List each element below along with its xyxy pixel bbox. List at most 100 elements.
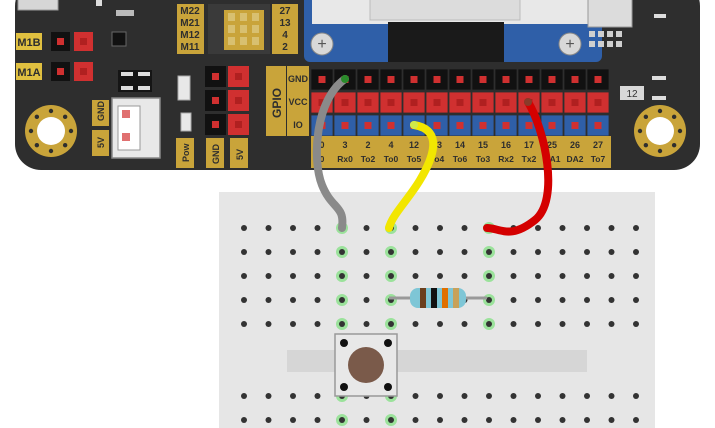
breadboard-hole <box>437 249 443 255</box>
breadboard-hole <box>510 273 517 279</box>
io-wire <box>385 121 438 232</box>
breadboard-hole <box>265 393 272 399</box>
pin-label-bar <box>311 136 611 168</box>
dip-switch <box>224 10 264 50</box>
pin-number-label: 14 <box>455 140 465 150</box>
breadboard-hole <box>363 225 370 231</box>
m1b-label-bg <box>16 33 42 50</box>
breadboard-hole <box>314 393 321 399</box>
motor-pin-row-label: M11 <box>181 42 200 53</box>
breadboard-hole <box>633 321 639 327</box>
motor-pin-number: 4 <box>282 30 288 41</box>
breadboard-hole <box>290 225 296 231</box>
button-cap[interactable] <box>348 347 384 383</box>
breadboard-hole <box>388 417 394 423</box>
breadboard-hole <box>388 249 394 255</box>
breadboard-hole <box>290 321 296 327</box>
push-button[interactable] <box>334 333 398 397</box>
motor-pin-number: 27 <box>279 6 291 17</box>
mounting-hole-left <box>25 105 77 157</box>
pin-name-label: To5 <box>407 154 422 164</box>
mounting-hole-right <box>634 105 686 157</box>
oled-module: + + <box>304 0 602 62</box>
pin-name-label: To3 <box>476 154 491 164</box>
breadboard-hole <box>388 321 394 327</box>
breadboard-hole <box>608 225 615 231</box>
breadboard-hole <box>363 273 370 279</box>
breadboard-hole <box>241 249 247 255</box>
breadboard-center-channel <box>287 350 587 372</box>
resistor-band <box>442 288 448 308</box>
resistor-band <box>431 288 437 308</box>
breadboard-hole <box>510 321 517 327</box>
breadboard-hole <box>584 249 590 255</box>
breadboard-hole <box>339 417 345 423</box>
power-connector <box>111 97 161 159</box>
breadboard-hole <box>314 273 321 279</box>
resistor-band <box>420 288 426 308</box>
pin-number-label: 0 <box>319 140 324 150</box>
breadboard-hole <box>486 249 492 255</box>
gnd-row-label: GND <box>288 74 309 84</box>
pin-number-label: 3 <box>342 140 347 150</box>
breadboard-hole <box>437 417 443 423</box>
breadboard-hole <box>559 249 566 255</box>
breadboard-hole <box>265 417 272 423</box>
pin-number-label: 15 <box>478 140 488 150</box>
breadboard-hole <box>584 273 590 279</box>
breadboard-hole <box>461 225 468 231</box>
breadboard-hole <box>314 297 321 303</box>
5v-connector-label-bg <box>92 130 109 156</box>
side-label-bg <box>620 86 644 100</box>
screw-icon-right: + <box>565 36 574 53</box>
breadboard-hole <box>265 297 272 303</box>
motor-pin-number-block <box>272 4 298 54</box>
breadboard-hole <box>339 273 345 279</box>
breadboard-hole <box>633 249 639 255</box>
breadboard-hole <box>241 297 247 303</box>
motor-pin-number: 2 <box>282 42 288 53</box>
breadboard-hole <box>412 225 419 231</box>
breadboard-hole <box>510 249 517 255</box>
pin-name-label: To7 <box>591 154 606 164</box>
breadboard-hole <box>339 321 345 327</box>
breadboard-hole <box>388 273 394 279</box>
breadboard-hole <box>290 249 296 255</box>
motor-pin-row-label: M12 <box>180 30 200 41</box>
breadboard-hole <box>461 273 468 279</box>
breadboard-body <box>219 192 655 428</box>
row-label-block <box>287 66 309 136</box>
pin-number-label: 16 <box>501 140 511 150</box>
breadboard-hole <box>314 321 321 327</box>
breadboard <box>219 192 655 428</box>
breadboard-hole <box>608 417 615 423</box>
breadboard-hole <box>510 393 517 399</box>
gpio-label: GPIO <box>270 88 284 118</box>
breadboard-hole <box>461 321 468 327</box>
gnd-wire <box>312 75 349 232</box>
vcc-wire <box>483 98 553 236</box>
gnd-connector-label-bg <box>92 100 109 126</box>
gnd-connector-label: GND <box>96 101 106 122</box>
breadboard-hole <box>584 297 590 303</box>
motor-pin-row-label: M21 <box>180 18 200 29</box>
breadboard-hole <box>608 273 615 279</box>
breadboard-hole <box>314 225 321 231</box>
breadboard-hole <box>241 417 247 423</box>
pin-name-label: 0 <box>320 154 325 164</box>
breadboard-hole <box>339 249 345 255</box>
pin-name-label: To0 <box>384 154 399 164</box>
pin-number-label: 17 <box>524 140 534 150</box>
breadboard-hole <box>363 417 370 423</box>
pow-label: Pow <box>181 142 191 162</box>
5v-connector-label: 5V <box>96 137 106 148</box>
breadboard-hole <box>535 273 541 279</box>
breadboard-hole <box>608 297 615 303</box>
breadboard-hole <box>633 225 639 231</box>
breadboard-hole <box>486 321 492 327</box>
resistor <box>389 288 487 308</box>
breadboard-hole <box>241 225 247 231</box>
breadboard-hole <box>559 321 566 327</box>
breadboard-hole <box>535 249 541 255</box>
m1b-label: M1B <box>17 37 40 49</box>
